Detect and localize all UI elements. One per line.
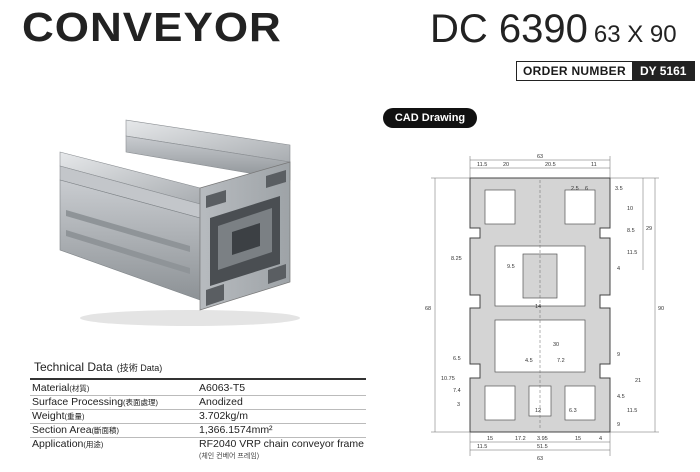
model-size: 63 X 90 xyxy=(593,21,677,48)
cad-drawing-label: CAD Drawing xyxy=(383,108,477,128)
dim-label: 11.5 xyxy=(627,250,637,256)
dim-label: 7.4 xyxy=(453,388,461,394)
dim-label: 4.5 xyxy=(617,394,625,400)
cavity xyxy=(484,385,516,421)
dim-label: 17.2 xyxy=(515,436,526,442)
order-number-value: DY 5161 xyxy=(631,62,695,80)
dim-label: 8.5 xyxy=(627,228,635,234)
order-number-badge: ORDER NUMBER DY 5161 xyxy=(516,61,696,81)
table-row: Material(材質) A6063-T5 xyxy=(30,382,366,396)
dim-label: 3.95 xyxy=(537,436,548,442)
dim-label: 12 xyxy=(535,408,541,414)
dim-label: 68 xyxy=(425,306,431,312)
spec-key: Surface Processing(表面處理) xyxy=(32,396,159,408)
dim-label: 11.5 xyxy=(477,444,487,450)
dim-label: 11.5 xyxy=(627,408,637,414)
dim-label: 15 xyxy=(575,436,581,442)
dim-label: 14 xyxy=(535,304,541,310)
technical-data-title: Technical Data(技術 Data) xyxy=(34,360,162,374)
dim-label: 63 xyxy=(537,456,543,462)
dim-label: 15 xyxy=(487,436,493,442)
spec-value: Anodized xyxy=(199,396,243,408)
dim-label: 8.25 xyxy=(451,256,462,262)
model-code: DC 6390 xyxy=(430,7,588,51)
table-row: Section Area(斷面積) 1,366.1574mm² xyxy=(30,424,366,438)
page-title: CONVEYOR xyxy=(22,4,282,51)
dim-label: 6 xyxy=(585,186,588,192)
technical-data-table: Material(材質) A6063-T5 Surface Processing… xyxy=(30,382,366,461)
dim-label: 9 xyxy=(617,352,620,358)
spec-value: 3.702kg/m xyxy=(199,410,249,422)
application-note: (체인 컨베어 프레임) xyxy=(199,453,260,460)
technical-data-heading: Technical Data xyxy=(34,360,113,374)
dim-label: 9.5 xyxy=(507,264,515,270)
spec-key: Material(材質) xyxy=(32,382,90,394)
cavity xyxy=(564,189,596,225)
dim-label: 51.5 xyxy=(537,444,548,450)
dim-label: 4 xyxy=(617,266,620,272)
dim-label: 30 xyxy=(553,342,559,348)
dim-label: 7.2 xyxy=(557,358,565,364)
table-row: Surface Processing(表面處理) Anodized xyxy=(30,396,366,410)
dim-label: 11 xyxy=(591,162,597,168)
order-number-label: ORDER NUMBER xyxy=(523,64,626,78)
dim-label: 20.5 xyxy=(545,162,556,168)
cad-drawing: 63 11.5 20 20.5 11 2.5 6 3.5 15 17.2 3.9… xyxy=(425,154,664,462)
table-row: Weight(重量) 3.702kg/m xyxy=(30,410,366,424)
dim-label: 21 xyxy=(635,378,641,384)
dim-label: 2.5 xyxy=(571,186,579,192)
cavity xyxy=(484,189,516,225)
dim-label: 4.5 xyxy=(525,358,533,364)
spec-value: RF2040 VRP chain conveyor frame (체인 컨베어 프… xyxy=(197,438,366,462)
spec-key: Section Area(斷面積) xyxy=(32,424,120,436)
cavity xyxy=(564,385,596,421)
dim-label: 10 xyxy=(627,206,633,212)
dim-label: 20 xyxy=(503,162,509,168)
dim-label: 4 xyxy=(599,436,602,442)
spec-value: A6063-T5 xyxy=(199,382,246,394)
application-value: RF2040 VRP chain conveyor frame xyxy=(199,438,364,450)
technical-data-heading-cjk: (技術 Data) xyxy=(116,363,163,373)
divider xyxy=(30,378,366,380)
table-row: Application(用途) RF2040 VRP chain conveyo… xyxy=(30,438,366,462)
dim-label: 11.5 xyxy=(477,162,487,168)
dim-label: 63 xyxy=(537,154,543,160)
dim-label: 29 xyxy=(646,226,652,232)
spec-key: Weight(重量) xyxy=(32,410,85,422)
spec-key: Application(用途) xyxy=(32,438,104,450)
dim-label: 6.5 xyxy=(453,356,461,362)
spec-value: 1,366.1574mm² xyxy=(199,424,273,436)
dim-label: 6.3 xyxy=(569,408,577,414)
product-photo xyxy=(59,119,300,326)
dim-label: 3 xyxy=(457,402,460,408)
dim-label: 9 xyxy=(617,422,620,428)
dim-label: 3.5 xyxy=(615,186,623,192)
dim-label: 10.75 xyxy=(441,376,455,382)
dim-label: 90 xyxy=(658,306,664,312)
